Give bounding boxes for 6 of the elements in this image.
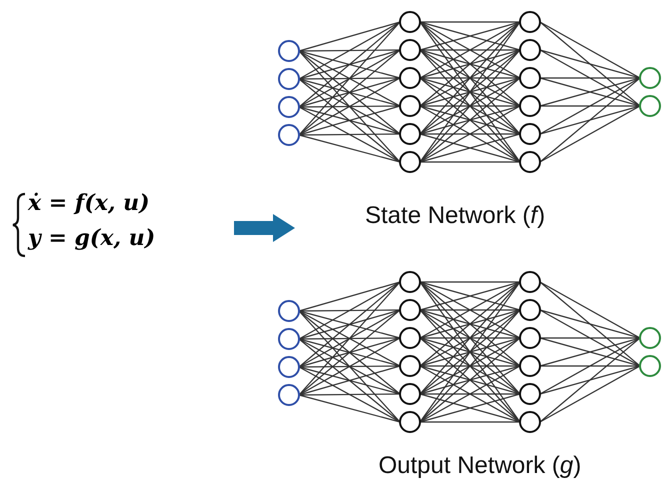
neural-network-drawing <box>278 268 664 436</box>
neural-network-drawing <box>278 8 664 176</box>
node-label: State Network (f) <box>365 202 546 230</box>
equation: ẋ = f(x, u) <box>28 190 150 216</box>
equation: y = g(x, u) <box>28 225 156 251</box>
node-label: Output Network (g) <box>378 452 582 480</box>
